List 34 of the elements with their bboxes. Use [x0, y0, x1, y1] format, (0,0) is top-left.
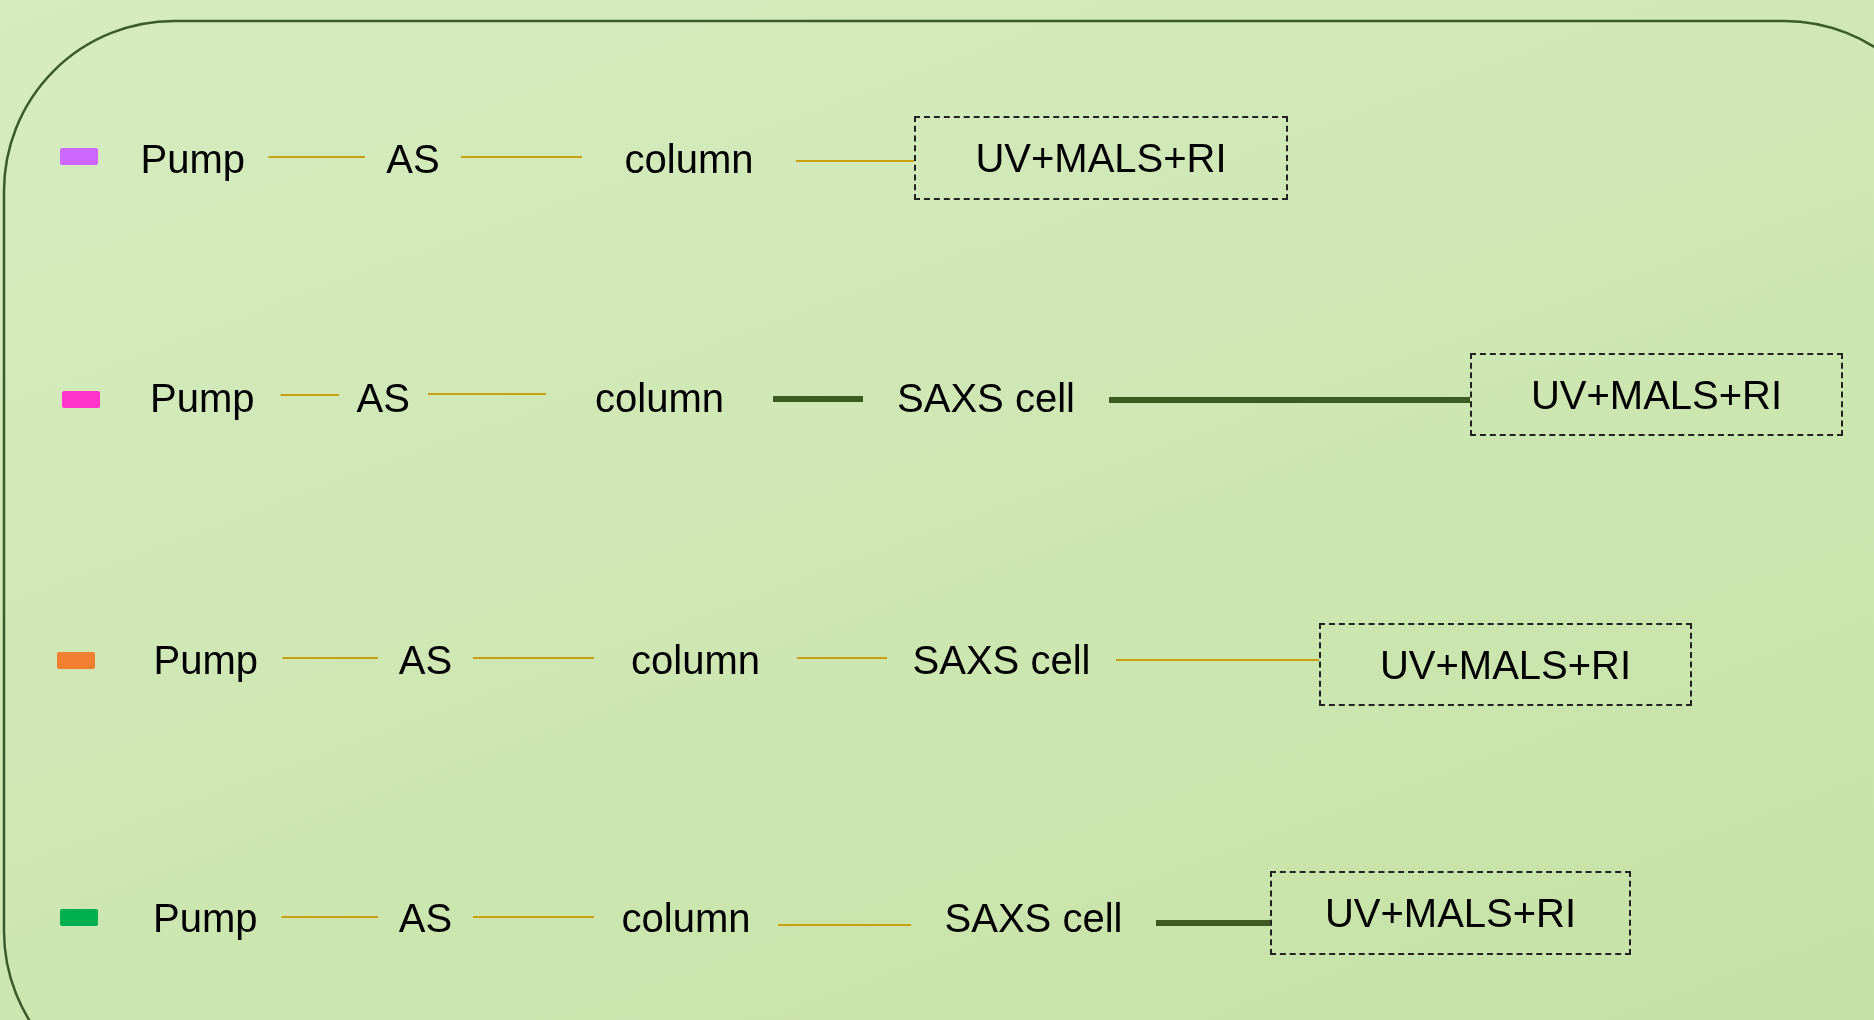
connector-line — [795, 160, 915, 162]
component-label: AS — [378, 894, 473, 942]
connector-line — [1115, 659, 1320, 661]
connector-line — [777, 924, 912, 926]
component-label: SAXS cell — [911, 894, 1156, 942]
component-label: SAXS cell — [887, 636, 1116, 684]
component-label: Pump — [117, 135, 268, 183]
component-label: AS — [365, 135, 461, 183]
connector-line — [773, 396, 863, 402]
connector-line — [796, 657, 888, 659]
component-label: Pump — [129, 894, 281, 942]
component-label: AS — [378, 636, 473, 684]
component-label: column — [546, 374, 773, 422]
connector-line — [280, 916, 379, 918]
connector-line — [279, 394, 340, 396]
component-label: column — [582, 135, 796, 183]
detector-box: UV+MALS+RI — [914, 116, 1288, 200]
connector-line — [472, 657, 595, 659]
detector-box: UV+MALS+RI — [1470, 353, 1843, 436]
component-label: SAXS cell — [863, 374, 1109, 422]
connector-line — [1156, 920, 1270, 926]
detector-box: UV+MALS+RI — [1319, 623, 1692, 706]
component-label: column — [594, 636, 797, 684]
connector-line — [472, 916, 595, 918]
connector-line — [267, 156, 366, 158]
detector-box: UV+MALS+RI — [1270, 871, 1631, 955]
component-label: AS — [339, 374, 428, 422]
connector-line — [1109, 397, 1470, 403]
connector-line — [427, 393, 547, 395]
component-label: Pump — [129, 636, 282, 684]
connector-line — [281, 657, 379, 659]
component-label: column — [594, 894, 778, 942]
component-label: Pump — [124, 374, 280, 422]
connector-line — [460, 156, 583, 158]
